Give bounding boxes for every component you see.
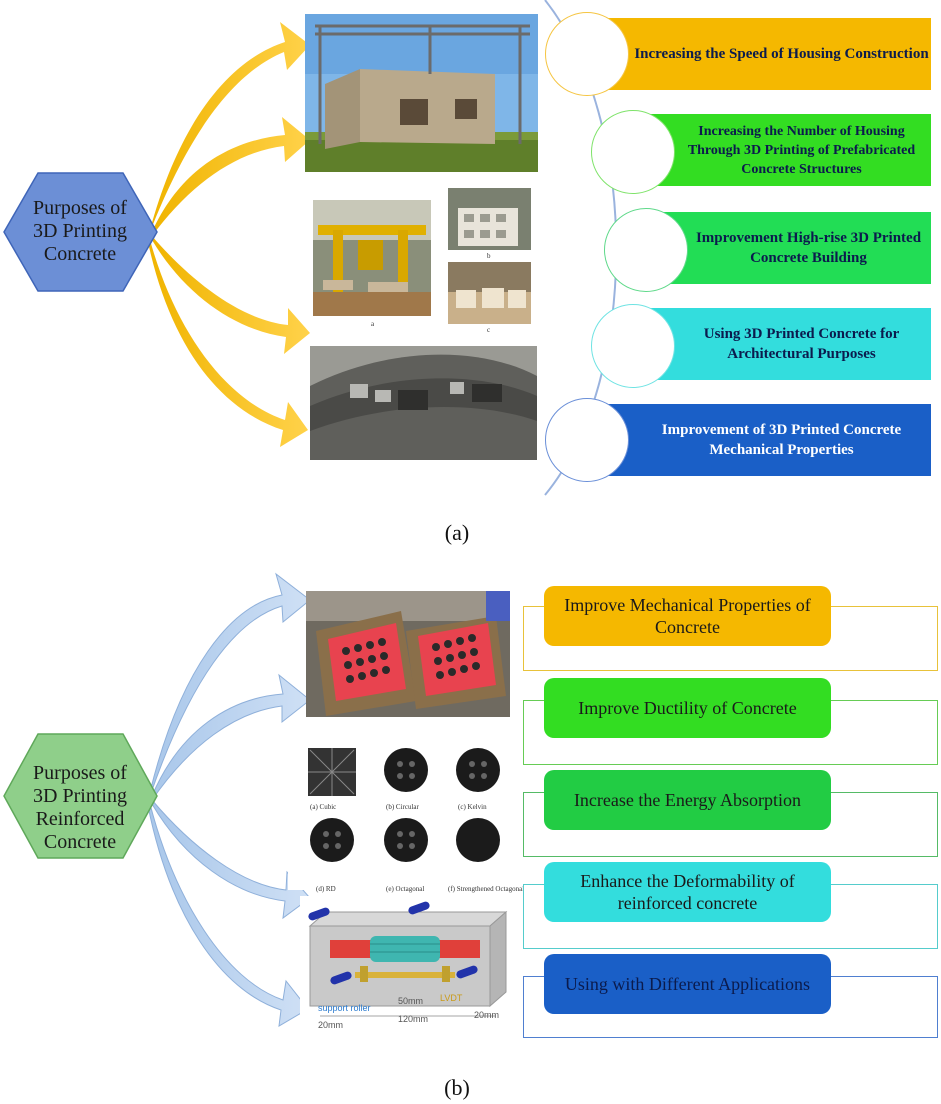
- purpose-a-1-circle: [545, 12, 629, 96]
- purpose-a-2: Increasing the Number of Housing Through…: [632, 114, 931, 186]
- purpose-b-3: Increase the Energy Absorption: [544, 770, 831, 830]
- photo-printer-machine: [313, 200, 431, 316]
- purpose-a-1: Increasing the Speed of Housing Construc…: [592, 18, 931, 90]
- hub-label-b: Purposes of 3D Printing Reinforced Concr…: [33, 762, 127, 853]
- lattice-grid: [288, 740, 518, 890]
- arrow-a-1: [150, 22, 310, 232]
- photo-printed-curve: [310, 346, 537, 460]
- test-setup-diagram: [300, 896, 516, 1030]
- arrow-a-4: [148, 240, 308, 447]
- purpose-a-3-circle: [604, 208, 688, 292]
- lattice-caption-2: (b) Circular: [386, 803, 419, 811]
- panel-b-connectors: [3, 572, 311, 1027]
- photo-lattice-molds: [306, 591, 510, 717]
- lattice-caption-6: (f) Strengthened Octagonal: [448, 885, 525, 893]
- photo-printed-house: [305, 14, 538, 172]
- photo-a-sub-b: b: [487, 252, 491, 260]
- lattice-caption-3: (c) Kelvin: [458, 803, 487, 811]
- hub-label-a: Purposes of 3D Printing Concrete: [33, 197, 127, 265]
- purpose-b-5: Using with Different Applications: [544, 954, 831, 1014]
- setup-span-total-label: 120mm: [398, 1014, 429, 1024]
- purpose-b-2: Improve Ductility of Concrete: [544, 678, 831, 738]
- lattice-caption-1: (a) Cubic: [310, 803, 337, 811]
- purpose-a-4: Using 3D Printed Concrete for Architectu…: [632, 308, 931, 380]
- photo-a-sub-c: c: [487, 326, 491, 334]
- setup-lvdt-label: LVDT: [440, 993, 463, 1003]
- purpose-a-4-circle: [591, 304, 675, 388]
- photo-printed-blocks: [448, 188, 531, 250]
- setup-right-end-label: 20mm: [474, 1010, 500, 1020]
- panel-a-caption: (a): [444, 520, 470, 545]
- setup-support-roller-label: support roller: [318, 1003, 371, 1013]
- setup-span-inner-label: 50mm: [398, 996, 424, 1006]
- purpose-b-4: Enhance the Deformability of reinforced …: [544, 862, 831, 922]
- purpose-a-5: Improvement of 3D Printed Concrete Mecha…: [592, 404, 931, 476]
- panel-b-caption: (b): [444, 1075, 470, 1100]
- arrow-b-3: [151, 798, 311, 920]
- arrow-b-4: [147, 803, 309, 1027]
- arrow-b-2: [151, 673, 311, 802]
- hub-hexagon-b: [3, 733, 158, 859]
- purpose-b-1: Improve Mechanical Properties of Concret…: [544, 586, 831, 646]
- arrow-a-2: [152, 117, 310, 236]
- panel-a-connectors: [3, 0, 618, 496]
- lattice-caption-4: (d) RD: [316, 885, 336, 893]
- arrow-a-3: [152, 236, 310, 354]
- hub-hexagon-a: [3, 172, 158, 292]
- purpose-a-2-circle: [591, 110, 675, 194]
- setup-left-end-label: 20mm: [318, 1020, 344, 1030]
- lattice-caption-5: (e) Octagonal: [386, 885, 425, 893]
- photo-a-sub-a: a: [371, 320, 375, 328]
- purpose-a-3: Improvement High-rise 3D Printed Concret…: [646, 212, 931, 284]
- photo-printed-walls: [448, 262, 531, 324]
- purpose-a-5-circle: [545, 398, 629, 482]
